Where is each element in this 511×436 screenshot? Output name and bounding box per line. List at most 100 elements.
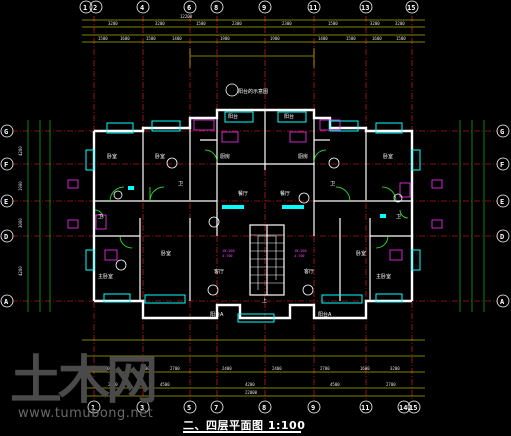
room-master-bedroom-2: 主卧室	[376, 273, 391, 280]
room-living-2: 客厅	[304, 268, 314, 275]
svg-text:2700: 2700	[320, 366, 330, 371]
watermark-logo: 土木网	[10, 351, 158, 411]
elevation-3: 10.200	[294, 249, 307, 253]
svg-text:1600: 1600	[120, 36, 130, 41]
svg-text:1500: 1500	[196, 21, 206, 26]
dim-bottom-overall: 22000	[245, 390, 258, 395]
windows	[85, 111, 421, 323]
svg-text:3200: 3200	[395, 21, 405, 26]
svg-text:1500: 1500	[396, 36, 406, 41]
svg-text:1900: 1900	[270, 36, 280, 41]
svg-text:8: 8	[214, 4, 218, 12]
room-bedroom-3: 卧室	[383, 153, 393, 160]
door-tags	[113, 83, 403, 296]
svg-text:3000: 3000	[18, 218, 23, 228]
fixtures	[67, 119, 443, 261]
room-living-1: 客厅	[214, 268, 224, 275]
svg-text:1600: 1600	[372, 36, 382, 41]
svg-text:G: G	[500, 128, 504, 136]
svg-text:2700: 2700	[170, 366, 180, 371]
svg-text:2400: 2400	[222, 366, 232, 371]
svg-text:2400: 2400	[272, 366, 282, 371]
drawing-title: 二、四层平面图 1:100	[183, 419, 306, 432]
svg-text:1600: 1600	[360, 366, 370, 371]
svg-text:4500: 4500	[160, 382, 170, 387]
svg-text:14: 14	[399, 404, 407, 412]
room-bath-2: 卫	[178, 181, 183, 187]
svg-text:8: 8	[262, 404, 266, 412]
svg-text:9: 9	[262, 4, 266, 12]
dim-top-overall: 12200	[180, 14, 193, 19]
svg-text:4200: 4200	[245, 382, 255, 387]
svg-text:1500: 1500	[146, 36, 156, 41]
room-bedroom-4: 卧室	[161, 250, 171, 257]
walls	[92, 108, 414, 320]
room-labels: 卧室 卧室 卧室 卧室 卧室 主卧室 主卧室 客厅 客厅 餐厅 餐厅 厨房 厨房…	[98, 88, 401, 318]
svg-text:2300: 2300	[232, 21, 242, 26]
room-balcony-a-2: 阳台A	[318, 311, 332, 318]
svg-text:3200: 3200	[390, 366, 400, 371]
svg-text:4200: 4200	[18, 146, 23, 156]
svg-text:F: F	[500, 161, 504, 169]
watermark-url: www.tumubong.net	[18, 406, 154, 421]
svg-text:13: 13	[361, 4, 369, 12]
svg-text:6: 6	[187, 4, 191, 12]
svg-text:4: 4	[140, 4, 144, 12]
svg-text:3200: 3200	[100, 366, 110, 371]
svg-text:E: E	[500, 198, 504, 206]
stair-up-label: 上	[262, 297, 267, 304]
svg-text:1: 1	[91, 404, 95, 412]
svg-text:3200: 3200	[370, 21, 380, 26]
svg-text:D: D	[500, 233, 504, 241]
elevation-4: 4.700	[294, 254, 305, 258]
room-bath-4: 卫	[396, 214, 401, 220]
room-balcony-1: 阳台	[228, 113, 238, 120]
svg-text:E: E	[4, 198, 8, 206]
room-master-bedroom-1: 主卧室	[98, 273, 113, 280]
dimension-labels: 12200 3200 3200 1500 2300 2300 1500 3200…	[18, 14, 406, 395]
svg-text:A: A	[4, 298, 9, 306]
svg-text:1400: 1400	[318, 36, 328, 41]
doors	[94, 149, 409, 249]
svg-text:1900: 1900	[220, 36, 230, 41]
svg-text:F: F	[4, 161, 8, 169]
svg-text:9: 9	[311, 404, 315, 412]
axis-bubbles-sides: G F E D A G F E D A	[0, 124, 510, 308]
svg-text:1500: 1500	[98, 36, 108, 41]
svg-text:G: G	[4, 128, 8, 136]
title-underline	[183, 431, 301, 433]
svg-text:1500: 1500	[346, 36, 356, 41]
room-dining-2: 餐厅	[280, 190, 290, 197]
room-kitchen-1: 厨房	[220, 153, 230, 160]
svg-text:2300: 2300	[282, 21, 292, 26]
room-bedroom-1: 卧室	[107, 153, 117, 160]
top-note: 阳台的示意图	[238, 88, 268, 95]
svg-text:2: 2	[93, 4, 97, 12]
svg-text:D: D	[4, 233, 8, 241]
dimension-lines	[27, 19, 485, 397]
svg-text:4500: 4500	[330, 382, 340, 387]
svg-text:5: 5	[187, 404, 191, 412]
room-bedroom-5: 卧室	[356, 250, 366, 257]
svg-text:15: 15	[407, 4, 415, 12]
room-balcony-2: 阳台	[284, 113, 294, 120]
axis-grid-lines	[12, 16, 498, 400]
svg-text:3200: 3200	[155, 21, 165, 26]
svg-text:4200: 4200	[18, 266, 23, 276]
room-balcony-a-1: 阳台A	[210, 311, 224, 318]
axis-bubbles-top: 1 2 4 6 8 9 11 13 15	[79, 0, 419, 14]
axis-bubbles-bottom: 1 3 5 7 8 9 11 14 15	[87, 400, 421, 414]
elevation-2: 4.700	[222, 254, 233, 258]
svg-text:11: 11	[361, 404, 369, 412]
room-bath-3: 卫	[330, 181, 335, 187]
svg-text:11: 11	[309, 4, 317, 12]
svg-text:1500: 1500	[328, 21, 338, 26]
room-bedroom-2: 卧室	[155, 153, 165, 160]
svg-text:A: A	[500, 298, 505, 306]
svg-text:2700: 2700	[108, 382, 118, 387]
svg-text:15: 15	[409, 404, 417, 412]
svg-text:2700: 2700	[386, 382, 396, 387]
svg-text:1400: 1400	[172, 36, 182, 41]
svg-text:1600: 1600	[140, 366, 150, 371]
